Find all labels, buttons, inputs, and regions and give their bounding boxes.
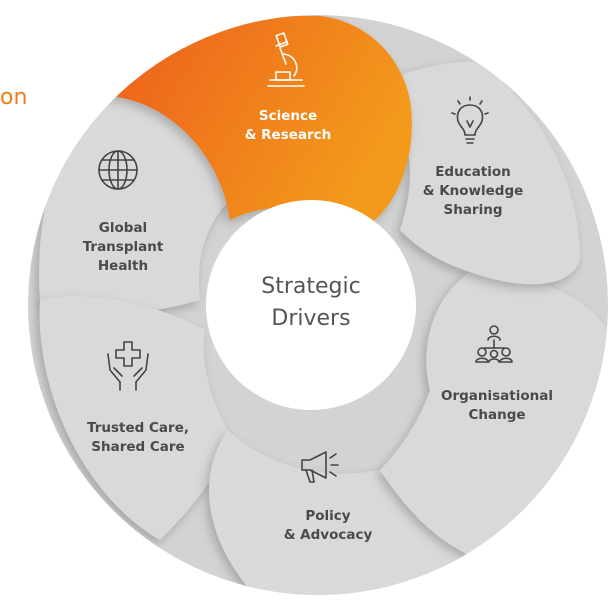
center-title-line2: Drivers	[271, 306, 350, 331]
lightbulb-icon	[451, 96, 489, 144]
segment-global-label-2: Transplant	[83, 239, 164, 255]
segment-education-label-1: Education	[435, 164, 511, 180]
center-title-line1: Strategic	[261, 274, 360, 299]
segment-education-label-2: & Knowledge	[423, 183, 524, 199]
segment-education-label-3: Sharing	[443, 202, 502, 218]
segment-science-label-1: Science	[259, 108, 317, 124]
globe-icon	[98, 150, 138, 190]
segment-policy-label-1: Policy	[305, 508, 350, 524]
segment-org-label-2: Change	[468, 407, 525, 423]
segment-care	[39, 296, 229, 540]
segment-science-label-2: & Research	[245, 127, 332, 143]
segment-global-label-1: Global	[99, 220, 147, 236]
megaphone-icon	[301, 451, 339, 483]
segment-policy-label-2: & Advocacy	[284, 527, 373, 543]
people-network-icon	[475, 325, 513, 363]
segment-global	[39, 89, 231, 315]
segment-org-label-1: Organisational	[441, 388, 553, 404]
segment-science	[90, 15, 412, 230]
segment-global-label-3: Health	[98, 258, 148, 274]
hands-cross-icon	[107, 341, 149, 391]
segment-policy	[209, 430, 480, 595]
edge-text: on	[0, 85, 27, 110]
segment-education	[370, 61, 580, 285]
microscope-icon	[267, 32, 305, 87]
segment-care-label-1: Trusted Care,	[87, 420, 189, 436]
segment-care-label-2: Shared Care	[91, 439, 184, 455]
center-disc	[206, 200, 416, 410]
